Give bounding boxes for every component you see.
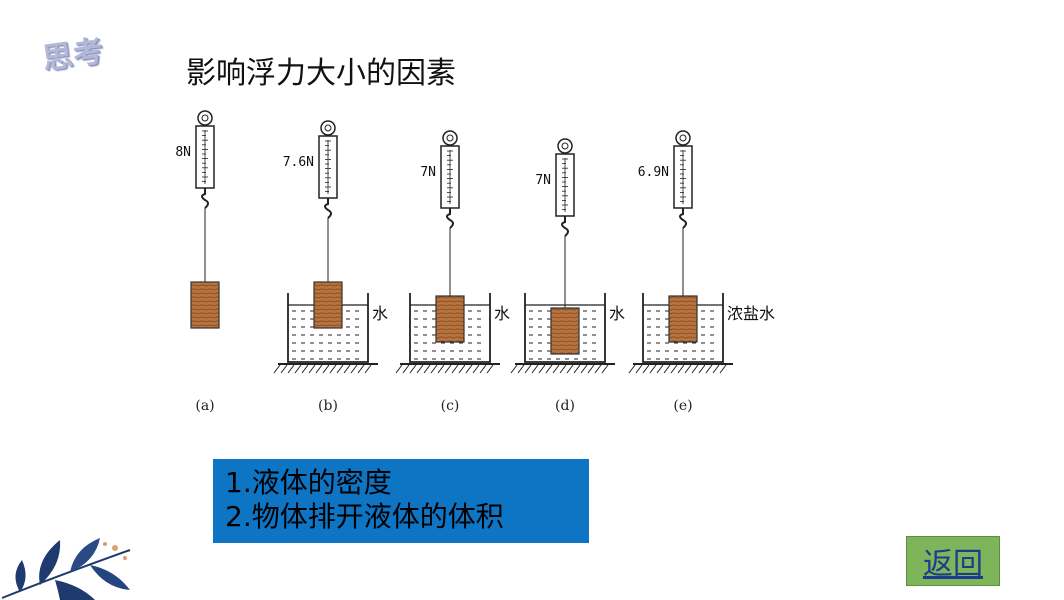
buoyancy-experiment-diagram: 8N (a) 7.6N 水 (b) 7N 水 (c) 7N 水 (d) 6.9N 浓盐水 (e) (175, 110, 775, 414)
liquid (529, 310, 596, 360)
scale-reading: 7N (420, 165, 436, 180)
factor-displaced-volume: 2.物体排开液体的体积 (225, 500, 504, 533)
wood-block (550, 307, 580, 355)
setup-caption: (c) (441, 398, 460, 414)
setup-e: 6.9N 浓盐水 (e) (628, 130, 775, 414)
beaker (642, 293, 724, 363)
scale-reading: 7.6N (283, 155, 314, 170)
setup-c: 7N 水 (c) (395, 130, 510, 414)
scale-reading: 7N (535, 173, 551, 188)
setup-caption: (a) (195, 398, 214, 414)
liquid-label: 浓盐水 (727, 304, 775, 323)
hook (446, 208, 454, 229)
hook (679, 208, 687, 229)
factors-box: 1.液体的密度 2.物体排开液体的体积 (213, 459, 589, 543)
setup-caption: (b) (318, 398, 338, 414)
wood-block (190, 281, 220, 329)
setup-b: 7.6N 水 (b) (273, 120, 388, 414)
wood-block (313, 281, 343, 329)
liquid-label: 水 (494, 304, 510, 323)
wood-block (668, 295, 698, 343)
liquid-label: 水 (372, 304, 388, 323)
page-title: 影响浮力大小的因素 (186, 56, 456, 91)
hook (561, 216, 569, 237)
scale-reading: 8N (175, 145, 191, 160)
scale-reading: 6.9N (638, 165, 669, 180)
think-badge: 思考 (40, 33, 107, 78)
leaf-decoration-icon (1, 538, 131, 600)
factor-density: 1.液体的密度 (225, 466, 392, 499)
beaker (409, 293, 491, 363)
setup-a: 8N (a) (175, 110, 220, 414)
beaker (524, 293, 606, 363)
wood-block (435, 295, 465, 343)
back-button[interactable]: 返回 (906, 536, 1000, 586)
beaker (287, 293, 369, 363)
hook (201, 188, 209, 209)
setup-d: 7N 水 (d) (510, 138, 625, 414)
setup-caption: (e) (673, 398, 692, 414)
hook (324, 198, 332, 219)
setup-caption: (d) (555, 398, 575, 414)
liquid-label: 水 (609, 304, 625, 323)
